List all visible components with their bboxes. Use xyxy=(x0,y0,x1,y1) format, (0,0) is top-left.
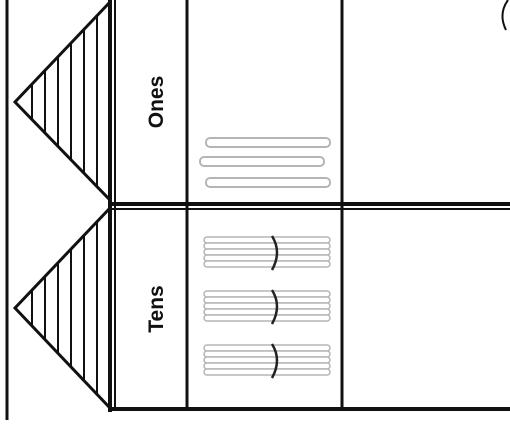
tens-bundle xyxy=(204,344,330,378)
single-stick xyxy=(206,138,330,147)
tens-column-label: Tens xyxy=(145,285,168,332)
single-stick xyxy=(200,157,324,166)
tens-bundle xyxy=(204,290,330,324)
tens-bundle xyxy=(204,236,330,270)
ones-single-sticks xyxy=(200,138,330,187)
tens-house-roof xyxy=(15,208,110,408)
cropped-curve-fragment xyxy=(502,0,508,30)
single-stick xyxy=(206,178,330,187)
ones-column-label: Ones xyxy=(145,76,168,129)
ones-house-roof xyxy=(15,2,110,200)
